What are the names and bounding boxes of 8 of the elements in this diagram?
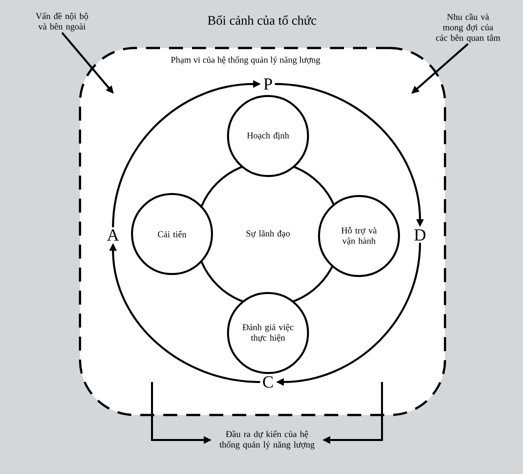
title: Bối cảnh của tổ chức xyxy=(208,15,316,25)
context-note: Vấn đề nội bộ và bên ngoài xyxy=(36,12,88,32)
output-note: Đầu ra dự kiến của hệ thống quản lý năng lượng xyxy=(219,430,314,450)
cycle-letter: D xyxy=(414,229,426,241)
cycle-letter: C xyxy=(263,376,273,388)
cycle-letter: P xyxy=(264,78,272,90)
cycle-letter: A xyxy=(107,229,119,241)
context-note: Nhu cầu và mong đợi của các bên quan tâm xyxy=(436,13,500,43)
